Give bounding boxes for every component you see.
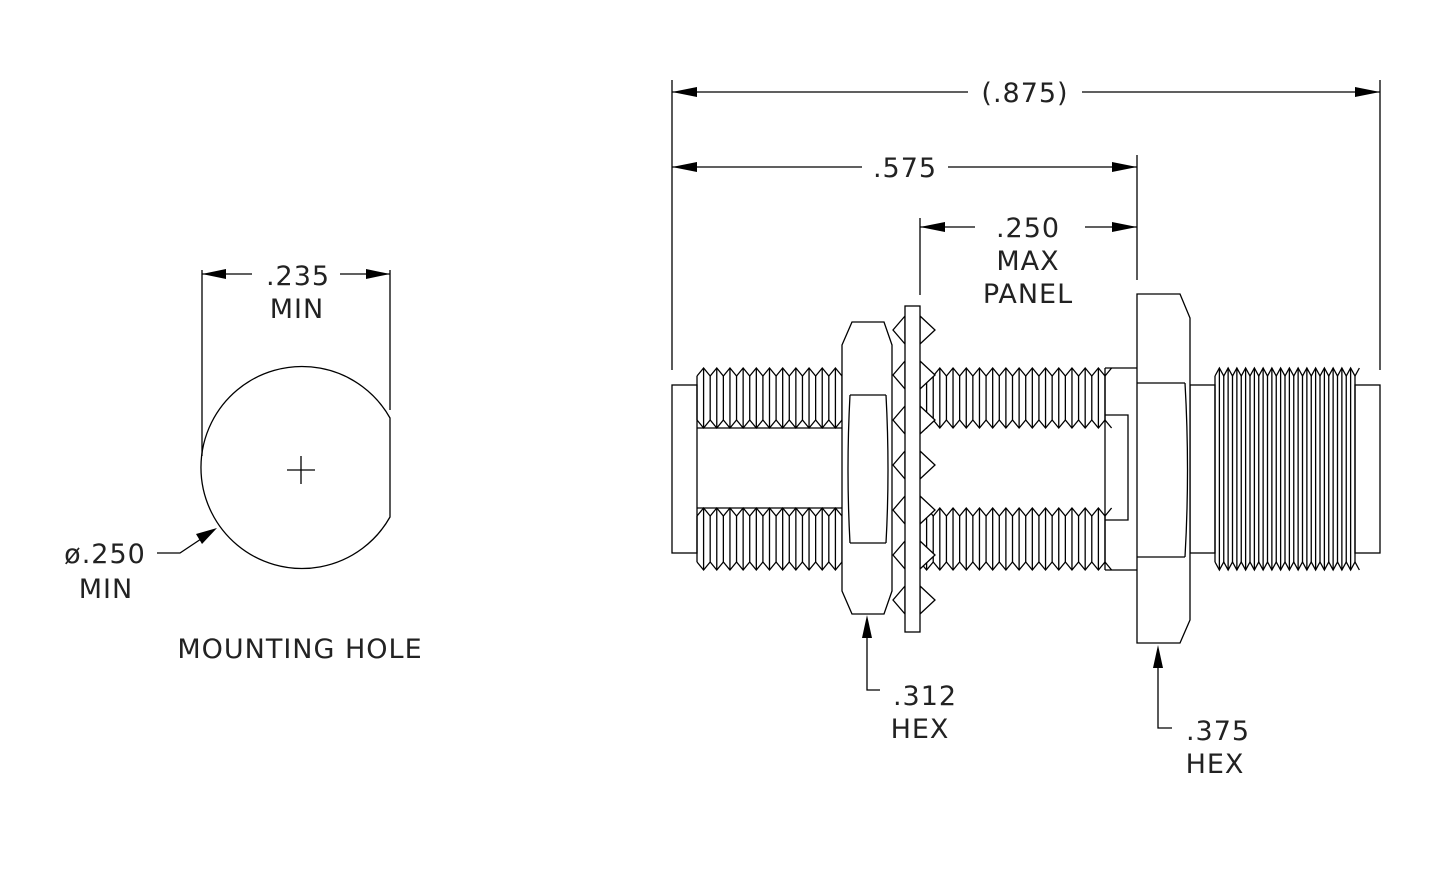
- arrowhead-icon: [1153, 645, 1163, 668]
- small-hex-dimension-label: .312: [893, 681, 957, 712]
- thread-profile: [1214, 366, 1360, 378]
- hex-face-curve: [1184, 382, 1189, 558]
- thread-profile: [696, 366, 850, 378]
- length-to-flange-label: .575: [873, 153, 937, 184]
- mounting-hole-caption: MOUNTING HOLE: [177, 634, 422, 665]
- washer-tooth: [919, 584, 936, 616]
- large-hex-nut: [1136, 293, 1191, 644]
- arrowhead-icon: [862, 615, 872, 638]
- washer-tooth: [919, 314, 936, 346]
- threads: [696, 366, 1360, 572]
- arrowhead-icon: [672, 162, 697, 172]
- arrowhead-icon: [196, 528, 217, 544]
- large-hex-dimension-label: .375: [1186, 716, 1250, 747]
- washer-tooth: [892, 584, 906, 616]
- width-dimension-label: .235: [266, 261, 330, 292]
- diameter-note-label: MIN: [79, 574, 133, 605]
- diameter-dimension-label: ø.250: [64, 539, 146, 570]
- small-hex-nut: [841, 321, 893, 615]
- mounting-hole-outline: [200, 365, 391, 570]
- thread-profile: [696, 560, 850, 572]
- panel-note-max: MAX: [996, 246, 1059, 277]
- shoulder: [1105, 414, 1129, 521]
- small-hex-leader: [866, 630, 880, 691]
- washer-tooth: [892, 539, 906, 571]
- mounting-hole-view: .235 MIN ø.250 MIN MOUNTING HOLE: [64, 261, 422, 665]
- panel-dimension-label: .250: [996, 213, 1060, 244]
- arrowhead-icon: [366, 269, 390, 279]
- right-flange: [1354, 384, 1381, 554]
- arrowhead-icon: [920, 222, 945, 232]
- washer-tooth: [892, 404, 906, 436]
- thread-profile: [919, 506, 1113, 518]
- large-hex-note-label: HEX: [1186, 749, 1245, 780]
- washer-tooth: [892, 494, 906, 526]
- thread-profile: [696, 506, 850, 518]
- thread-profile: [919, 366, 1113, 378]
- thread-profile: [919, 560, 1113, 572]
- large-hex-leader: [1157, 660, 1172, 729]
- lock-washer-plate: [904, 305, 921, 633]
- arrowhead-icon: [1112, 222, 1137, 232]
- hex-face-curve: [847, 394, 889, 544]
- arrowhead-icon: [202, 269, 226, 279]
- thread-profile: [696, 418, 850, 430]
- thread-profile: [919, 418, 1113, 430]
- thread-profile: [1214, 560, 1360, 572]
- arrowhead-icon: [672, 87, 697, 97]
- connector-side-view: (.875) .575 .250 MAX PANEL: [671, 78, 1381, 780]
- left-flange: [671, 384, 698, 554]
- washer-tooth: [892, 359, 906, 391]
- washer-tooth: [892, 314, 906, 346]
- width-note-label: MIN: [270, 294, 324, 325]
- overall-length-label: (.875): [981, 78, 1068, 109]
- small-hex-note-label: HEX: [891, 714, 950, 745]
- arrowhead-icon: [1112, 162, 1137, 172]
- washer-tooth: [919, 449, 936, 481]
- panel-note-panel: PANEL: [983, 279, 1073, 310]
- arrowhead-icon: [1355, 87, 1380, 97]
- washer-tooth: [892, 449, 906, 481]
- right-body: [1189, 384, 1216, 554]
